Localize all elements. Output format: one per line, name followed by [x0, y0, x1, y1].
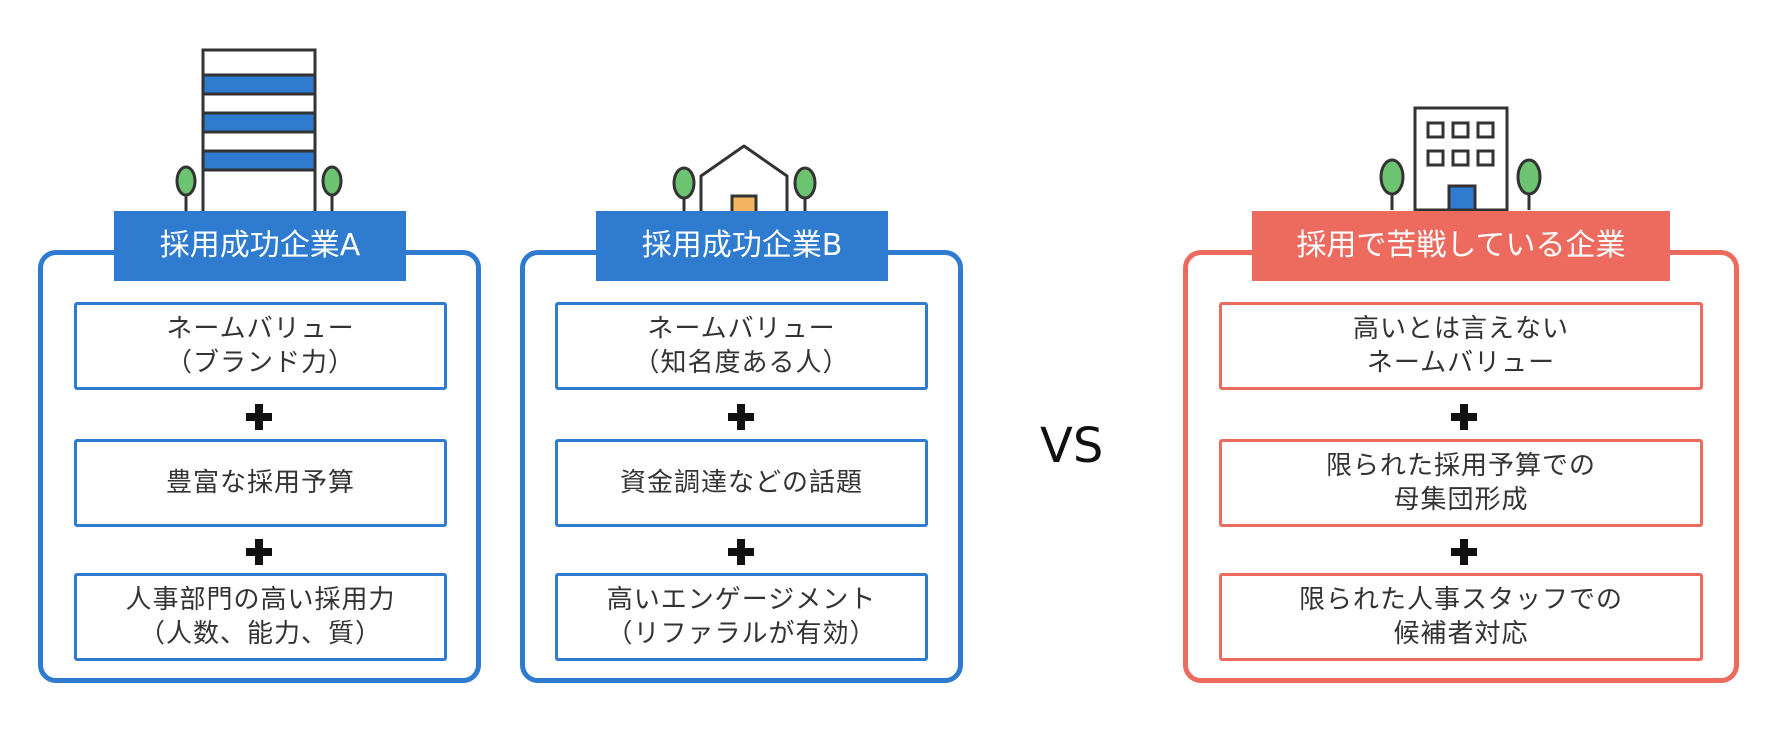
tree-icon — [321, 165, 343, 214]
item-line: 資金調達などの話題 — [619, 468, 863, 498]
item-line: 候補者対応 — [1393, 619, 1529, 649]
column-a-item-1: ネームバリュー （ブランド力） — [74, 302, 447, 390]
item-line: 限られた人事スタッフでの — [1298, 585, 1623, 615]
item-line: （知名度ある人） — [633, 348, 850, 378]
column-c-item-2: 限られた採用予算での 母集団形成 — [1219, 439, 1703, 527]
column-b-title: 採用成功企業B — [596, 211, 888, 281]
column-c-title: 採用で苦戦している企業 — [1252, 211, 1670, 281]
item-line: 高いエンゲージメント — [606, 585, 877, 615]
plus-icon — [1451, 539, 1477, 565]
column-a-item-3: 人事部門の高い採用力 （人数、能力、質） — [74, 573, 447, 661]
tree-icon — [175, 165, 197, 214]
plus-icon — [246, 539, 272, 565]
office-building-icon — [1379, 106, 1542, 212]
item-line: ネームバリュー — [166, 314, 355, 344]
plus-icon — [1451, 404, 1477, 430]
item-line: （リファラルが有効） — [606, 619, 877, 649]
item-line: ネームバリュー — [647, 314, 836, 344]
plus-icon — [728, 539, 754, 565]
vs-label: VS — [1040, 418, 1104, 474]
tree-icon — [793, 166, 817, 216]
column-a-item-2: 豊富な採用予算 — [74, 439, 447, 527]
tree-icon — [672, 166, 696, 216]
item-line: 豊富な採用予算 — [165, 468, 355, 498]
item-line: 人事部門の高い採用力 — [125, 585, 396, 615]
house-icon — [672, 144, 817, 218]
column-b-item-3: 高いエンゲージメント （リファラルが有効） — [555, 573, 928, 661]
item-line: 限られた採用予算での — [1325, 451, 1596, 481]
item-line: 高いとは言えない — [1352, 314, 1569, 344]
column-c-item-1: 高いとは言えない ネームバリュー — [1219, 302, 1703, 390]
tall-building-icon — [175, 48, 343, 218]
plus-icon — [728, 404, 754, 430]
item-line: 母集団形成 — [1393, 485, 1529, 515]
plus-icon — [246, 404, 272, 430]
tree-icon — [1516, 158, 1542, 210]
item-line: ネームバリュー — [1366, 348, 1556, 378]
item-line: （人数、能力、質） — [138, 619, 382, 649]
column-a-title: 採用成功企業A — [114, 211, 406, 281]
column-c-item-3: 限られた人事スタッフでの 候補者対応 — [1219, 573, 1703, 661]
column-b-item-1: ネームバリュー （知名度ある人） — [555, 302, 928, 390]
tree-icon — [1379, 158, 1405, 210]
column-b-item-2: 資金調達などの話題 — [555, 439, 928, 527]
item-line: （ブランド力） — [165, 348, 355, 378]
